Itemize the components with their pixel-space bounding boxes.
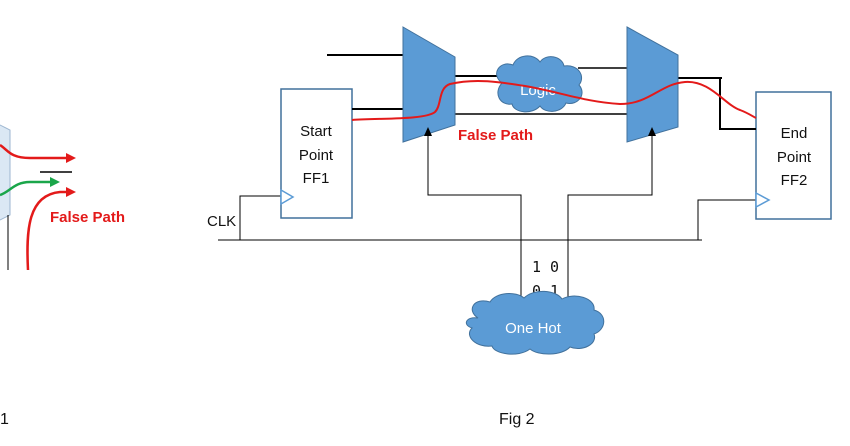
fig1: False Path 1 <box>0 124 125 428</box>
fig1-green-path <box>0 180 50 197</box>
one-hot-bits-row1: 1 0 <box>532 258 559 276</box>
end-box-line1: End <box>781 125 808 142</box>
start-box-line2: Point <box>299 147 334 164</box>
fig1-red-path-2 <box>26 190 66 271</box>
mux-1 <box>402 26 456 143</box>
one-hot-label: One Hot <box>505 320 562 337</box>
fig1-caption: 1 <box>0 411 9 428</box>
end-box-line3: FF2 <box>781 172 808 189</box>
fig2: CLK Start Point FF1 End Point FF2 Logic <box>207 26 832 428</box>
fig1-false-path-label: False Path <box>50 209 125 226</box>
select-line-mux1 <box>427 134 522 300</box>
select-arrow-mux1 <box>424 127 432 136</box>
start-box-line3: FF1 <box>303 170 330 187</box>
fig1-red-path-1 <box>0 143 66 160</box>
ff2-clock-triangle <box>755 191 771 209</box>
ff1-clock-triangle <box>280 188 295 206</box>
fig1-mux-edge <box>0 124 11 221</box>
start-box-line1: Start <box>300 123 333 140</box>
one-hot-cloud <box>465 290 605 355</box>
fig1-green-arrowhead <box>50 177 60 187</box>
clk-to-ff2 <box>697 199 756 240</box>
end-point-ff2-box <box>755 91 832 220</box>
fig2-false-path-label: False Path <box>458 127 533 144</box>
fig1-red-arrowhead-2 <box>66 187 76 197</box>
end-box-line2: Point <box>777 149 812 166</box>
select-arrow-mux2 <box>648 127 656 136</box>
select-line-mux2 <box>567 134 653 300</box>
clk-label: CLK <box>207 213 236 230</box>
fig1-red-arrowhead-1 <box>66 153 76 163</box>
logic-cloud <box>496 55 583 113</box>
fig2-caption: Fig 2 <box>499 411 535 428</box>
wire-mux2-to-ff2 <box>719 78 756 130</box>
false-path-line <box>351 79 757 121</box>
clk-to-ff1 <box>239 195 281 240</box>
